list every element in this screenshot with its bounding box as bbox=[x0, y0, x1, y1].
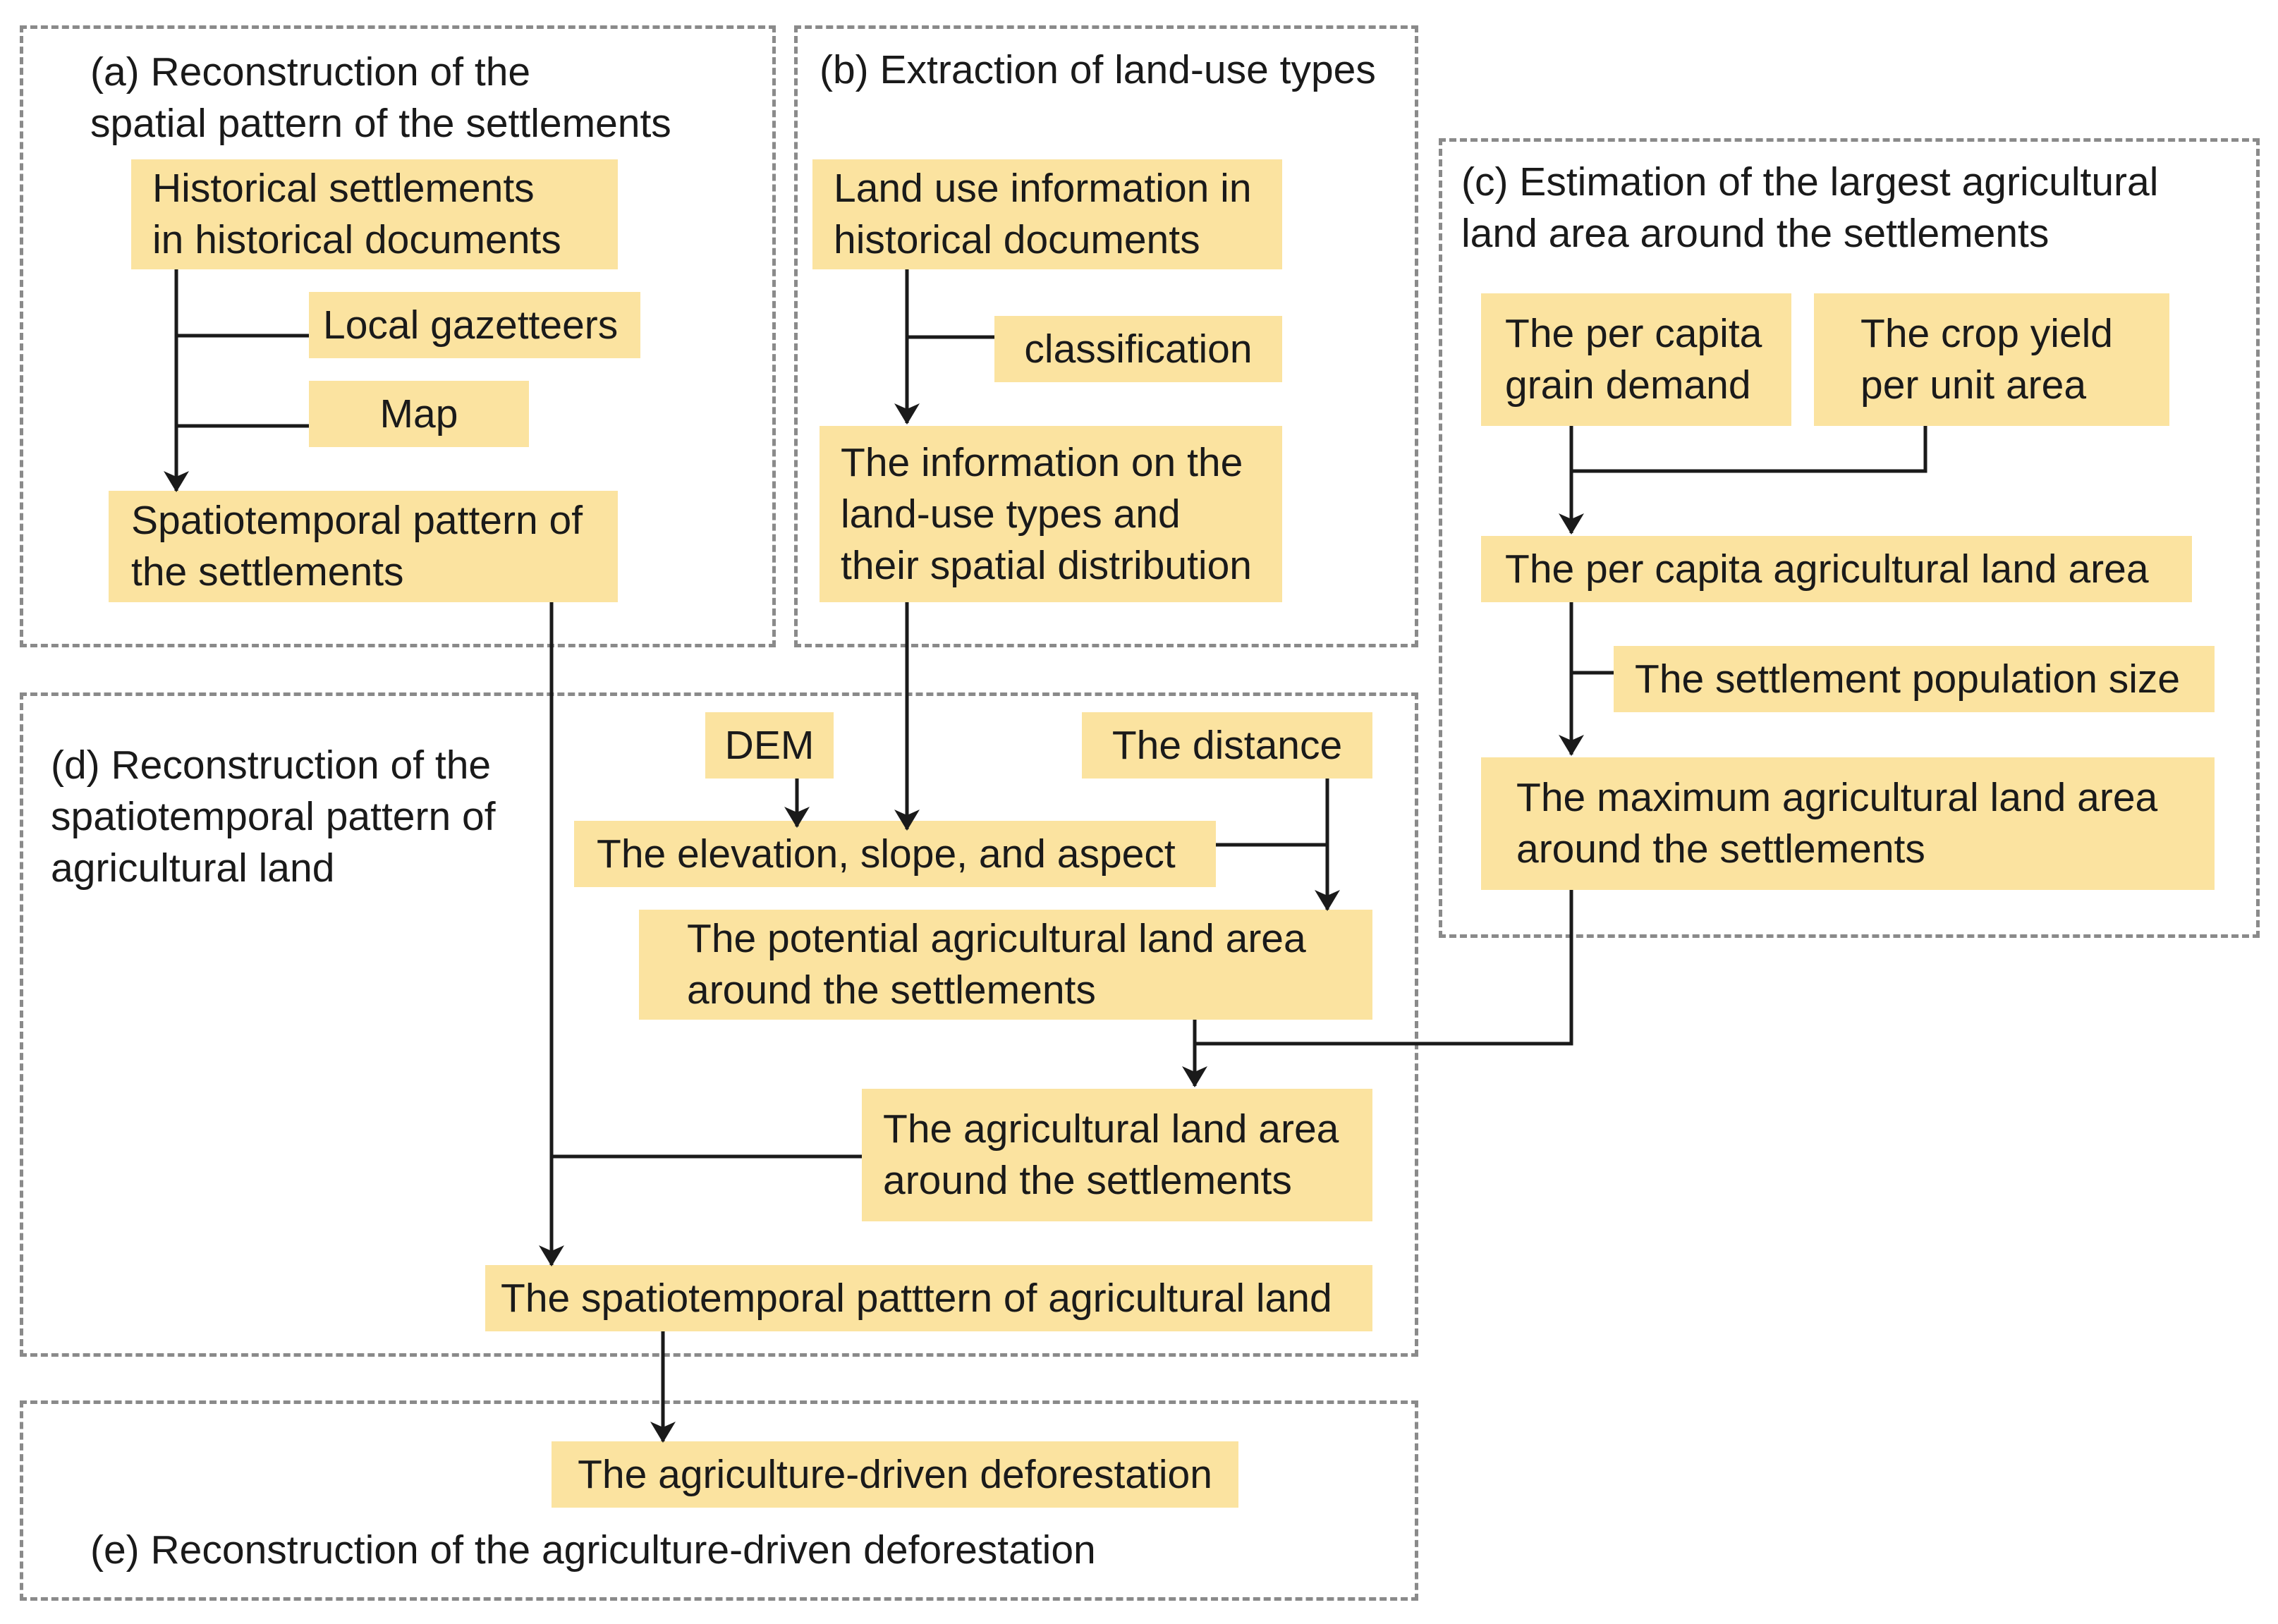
node-population-size: The settlement population size bbox=[1614, 646, 2215, 712]
panel-c-title: (c) Estimation of the largest agricultur… bbox=[1461, 159, 2159, 256]
node-elevation: The elevation, slope, and aspect bbox=[574, 821, 1216, 887]
node-per-capita-land: The per capita agricultural land area bbox=[1481, 536, 2192, 602]
node-distance: The distance bbox=[1082, 712, 1372, 779]
panel-e-title: (e) Reconstruction of the agriculture-dr… bbox=[90, 1527, 1096, 1573]
line-max-to-agri bbox=[1195, 890, 1573, 1046]
node-dem: DEM bbox=[705, 712, 834, 779]
panel-c bbox=[1439, 138, 2260, 938]
node-per-capita-grain: The per capita grain demand bbox=[1481, 293, 1791, 426]
node-local-gazetteers: Local gazetteers bbox=[309, 292, 640, 358]
node-land-use-info: Land use information in historical docum… bbox=[812, 159, 1282, 269]
node-agri-land-area: The agricultural land area around the se… bbox=[862, 1089, 1372, 1221]
panel-d-title: (d) Reconstruction of the spatiotemporal… bbox=[51, 743, 496, 891]
panel-a-title: (a) Reconstruction of the spatial patter… bbox=[90, 49, 671, 146]
node-spatiotemporal-agri: The spatiotemporal patttern of agricultu… bbox=[485, 1265, 1372, 1331]
node-classification: classification bbox=[994, 316, 1282, 382]
node-historical-settlements: Historical settlements in historical doc… bbox=[131, 159, 618, 269]
panel-d bbox=[20, 692, 1418, 1357]
node-map: Map bbox=[309, 381, 529, 447]
node-potential-land: The potential agricultural land area aro… bbox=[639, 910, 1372, 1020]
panel-e bbox=[20, 1400, 1418, 1601]
panel-b bbox=[794, 25, 1418, 647]
line-cropyield-join bbox=[1571, 426, 1927, 473]
panel-b-title: (b) Extraction of land-use types bbox=[820, 47, 1376, 92]
node-max-agri-land: The maximum agricultural land area aroun… bbox=[1481, 757, 2215, 890]
node-deforestation: The agriculture-driven deforestation bbox=[552, 1441, 1238, 1508]
node-spatiotemporal-settlements: Spatiotemporal pattern of the settlement… bbox=[109, 491, 618, 602]
node-crop-yield: The crop yield per unit area bbox=[1814, 293, 2169, 426]
node-land-use-types-info: The information on the land-use types an… bbox=[820, 426, 1282, 602]
panel-a bbox=[20, 25, 776, 647]
